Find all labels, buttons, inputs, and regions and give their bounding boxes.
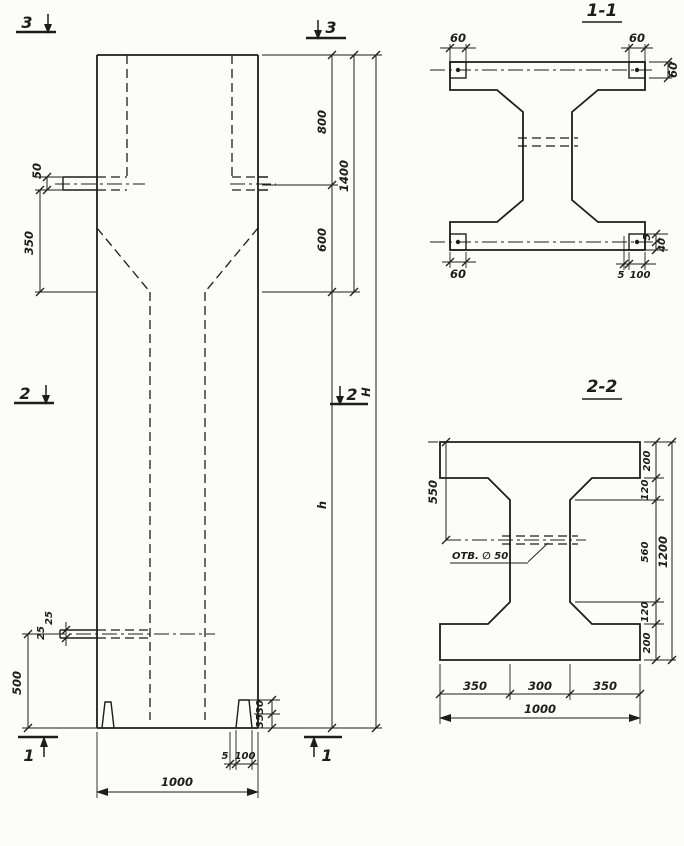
- dim-50-label: 50: [30, 163, 44, 179]
- section-1-left-label: 1: [23, 746, 34, 765]
- elevation-outline: [59, 54, 268, 729]
- dim-30-label: 30: [255, 700, 266, 714]
- elevation-dimension-labels: 800 1400 600 h H 50 350 25 25 500 1000 5…: [10, 110, 373, 789]
- section-1-1-hole-hidden-lines: [518, 137, 578, 147]
- elevation-hidden-lines: [96, 55, 259, 720]
- section-marker-bars: [14, 30, 368, 739]
- dim-5-foot-label: 5: [222, 751, 229, 762]
- dim-1000-label: 1000: [161, 775, 193, 789]
- section-marker-stems: [43, 14, 341, 757]
- dim-60-bottom-left-label: 60: [450, 267, 466, 281]
- dim-800-label: 800: [315, 110, 329, 134]
- column-outline: [96, 54, 259, 729]
- elevation-view: 800 1400 600 h H 50 350 25 25 500 1000 5…: [10, 13, 382, 798]
- elevation-extension-lines: [22, 54, 382, 798]
- column-axes: [50, 183, 276, 635]
- column-hidden-edges: [96, 55, 259, 720]
- dim-550-label: 550: [426, 480, 440, 504]
- anchor-dot-bottom-right: [634, 239, 640, 245]
- dim-40-edge-label: 40: [657, 238, 668, 253]
- section-2-2-hole-callout: ОТВ. ∅ 50: [450, 542, 549, 564]
- section-2-2-hole-hidden-lines: [502, 535, 578, 545]
- dim-35-label: 35: [255, 714, 266, 728]
- section-1-1-dimensions: 60 60 60 60 5 100 5 40: [440, 31, 680, 281]
- dim-h-label: h: [315, 501, 329, 509]
- elevation-center-lines: [50, 183, 276, 635]
- dim-350-label: 350: [22, 231, 36, 255]
- dim-100-foot-label: 100: [235, 751, 256, 762]
- dim-H-label: H: [359, 387, 373, 397]
- dim-60-side-label: 60: [666, 62, 680, 78]
- column-corbels-and-feet: [59, 176, 268, 729]
- dim-200-bottom-label: 200: [642, 633, 653, 654]
- hole-diameter-label: ОТВ. ∅ 50: [452, 551, 508, 562]
- section-1-1-dimension-lines: [440, 47, 669, 265]
- section-2-2-dimension-lines: [440, 442, 673, 695]
- section-1-1-view: 1-1 60 60 60 60 5 100 5 40: [430, 1, 680, 281]
- elevation-dim-ticks: [23, 50, 381, 769]
- elevation-dimensions: [22, 50, 382, 798]
- dim-60-top-left-label: 60: [450, 31, 466, 45]
- dim-350-left-label: 350: [463, 679, 487, 693]
- section-3-left-label: 3: [21, 13, 32, 32]
- elevation-section-markers: 3 3 2 2 1 1: [14, 13, 368, 765]
- section-1-1-title: 1-1: [587, 1, 618, 21]
- section-2-left-label: 2: [19, 384, 30, 403]
- dim-120-bottom-label: 120: [640, 602, 651, 623]
- dim-25b-label: 25: [36, 626, 47, 640]
- section-3-right-label: 3: [325, 18, 336, 37]
- dim-1400-label: 1400: [337, 160, 351, 192]
- dim-100-bottom-label: 100: [630, 270, 651, 281]
- section-1-1-plate-axes: [430, 69, 660, 243]
- anchor-dot-top-right: [634, 67, 640, 73]
- section-1-1-dim-ticks: [445, 43, 673, 269]
- section-1-right-label: 1: [321, 746, 332, 765]
- dim-5-bottom-label: 5: [618, 270, 625, 281]
- dim-350-right-label: 350: [593, 679, 617, 693]
- section-1-1-extension-lines: [449, 44, 672, 270]
- dim-5-edge-label: 5: [642, 233, 653, 240]
- section-2-2-title: 2-2: [587, 377, 618, 397]
- dim-600-label: 600: [315, 228, 329, 252]
- hole-leader-line: [527, 542, 549, 563]
- dim-60-top-right-label: 60: [629, 31, 645, 45]
- dim-1000-bottom-label: 1000: [524, 702, 556, 716]
- section-2-2-outline: [439, 441, 641, 661]
- dim-560-label: 560: [640, 542, 651, 563]
- section-2-right-label: 2: [346, 385, 357, 404]
- section-2-2-dim-ticks: [435, 437, 677, 699]
- section-2-2-view: 2-2 ОТВ. ∅ 50 550 200 120 560 120 200 12…: [426, 377, 677, 724]
- dim-1200-label: 1200: [656, 536, 670, 568]
- section-2-2-dimensions: 550 200 120 560 120 200 1200 350 300 350…: [426, 437, 677, 724]
- dim-120-top-label: 120: [640, 480, 651, 501]
- section-1-1-outline: [449, 61, 646, 251]
- dim-500-label: 500: [10, 671, 24, 695]
- elevation-dimension-lines: [27, 55, 377, 765]
- dim-25a-label: 25: [44, 611, 55, 625]
- dim-300-label: 300: [528, 679, 552, 693]
- dim-200-top-label: 200: [642, 451, 653, 472]
